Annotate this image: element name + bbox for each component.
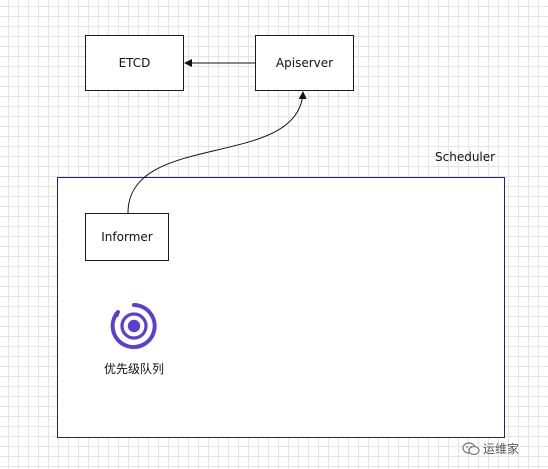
scheduler-label: Scheduler [435, 150, 496, 164]
etcd-node: ETCD [85, 35, 184, 91]
apiserver-label: Apiserver [275, 56, 334, 70]
informer-label: Informer [101, 230, 153, 244]
wechat-icon [462, 441, 480, 455]
informer-node: Informer [85, 213, 169, 261]
etcd-label: ETCD [118, 56, 151, 70]
apiserver-node: Apiserver [255, 35, 354, 91]
watermark-text: 运维家 [483, 442, 520, 456]
edge-informer-to-apiserver [127, 91, 307, 214]
priority-queue-icon [110, 303, 157, 349]
watermark: 运维家 [462, 440, 519, 457]
priority-queue-label: 优先级队列 [104, 362, 165, 376]
